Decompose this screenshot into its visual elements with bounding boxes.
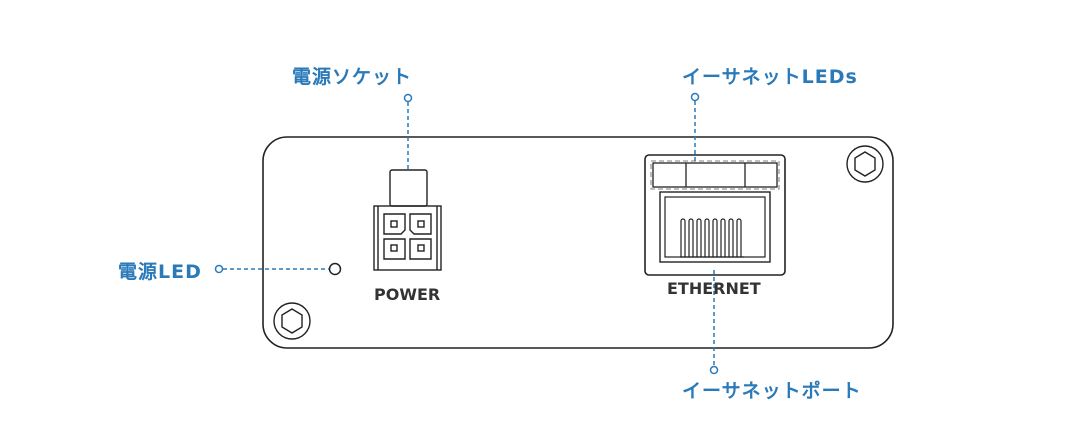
front-panel (262, 136, 894, 349)
hex-screw-icon (273, 302, 311, 340)
ethernet-panel-label: ETHERNET (667, 279, 761, 298)
callout-ethernet-port: イーサネットポート (682, 380, 862, 402)
hex-screw-icon (846, 145, 884, 183)
leader-dot (403, 93, 413, 103)
callout-ethernet-leds: イーサネットLEDs (682, 66, 858, 88)
power-led-icon (328, 262, 342, 276)
power-panel-label: POWER (374, 285, 441, 304)
power-socket-icon (373, 169, 442, 271)
rj45-pins (680, 218, 744, 258)
ethernet-port-icon (644, 154, 786, 276)
leader-dot (690, 92, 700, 102)
leader-dot (709, 365, 719, 375)
callout-power-socket: 電源ソケット (292, 66, 413, 88)
callout-power-led: 電源LED (118, 261, 202, 283)
leader-dot (214, 264, 224, 274)
